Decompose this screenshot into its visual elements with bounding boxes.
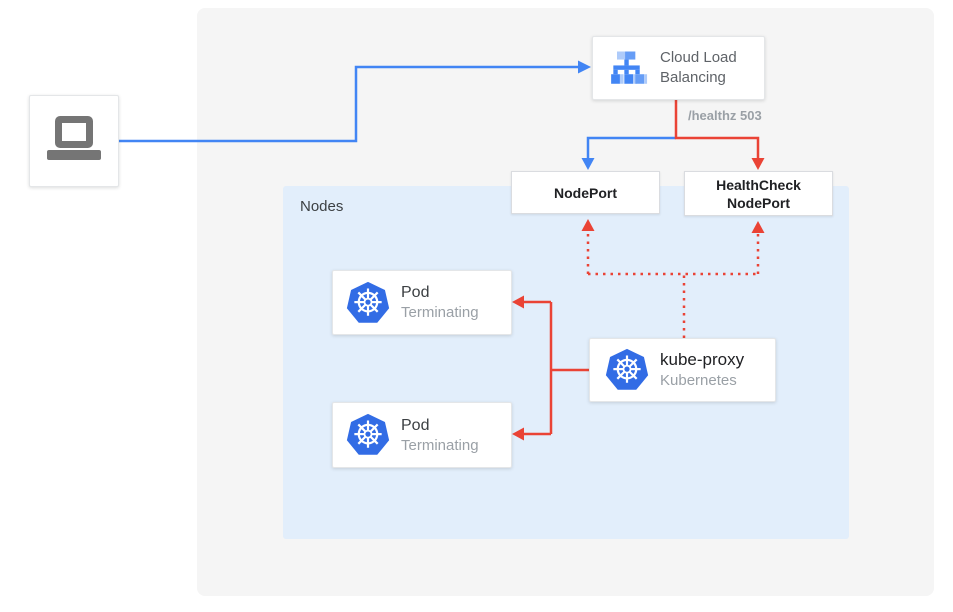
pod-card-2: Pod Terminating <box>332 402 512 468</box>
pod-title: Pod <box>401 284 430 301</box>
healthcheck-nodeport-box: HealthCheck NodePort <box>684 171 833 216</box>
kube-proxy-subtitle: Kubernetes <box>660 372 737 389</box>
kubernetes-icon <box>346 281 390 323</box>
pod-status: Terminating <box>401 436 479 454</box>
healthz-status-label: /healthz 503 <box>688 108 762 123</box>
pod-status: Terminating <box>401 304 479 321</box>
nodeport-box: NodePort <box>511 171 660 214</box>
kube-proxy-card: kube-proxy Kubernetes <box>589 338 776 402</box>
cloud-load-balancing-label: Cloud Load Balancing <box>660 49 737 86</box>
client-card <box>29 95 119 187</box>
kube-proxy-title: kube-proxy <box>660 350 745 369</box>
kubernetes-icon <box>605 348 649 390</box>
nodeport-label: NodePort <box>554 184 617 201</box>
laptop-icon <box>47 116 101 160</box>
kubernetes-icon <box>346 413 390 455</box>
cloud-load-balancing-card: Cloud Load Balancing <box>592 36 765 100</box>
load-balancer-icon <box>611 51 648 84</box>
healthcheck-nodeport-label: HealthCheck NodePort <box>716 176 801 211</box>
pod-card-1: Pod Terminating <box>332 270 512 335</box>
nodes-region-label: Nodes <box>300 198 344 215</box>
pod-title: Pod <box>401 416 430 434</box>
